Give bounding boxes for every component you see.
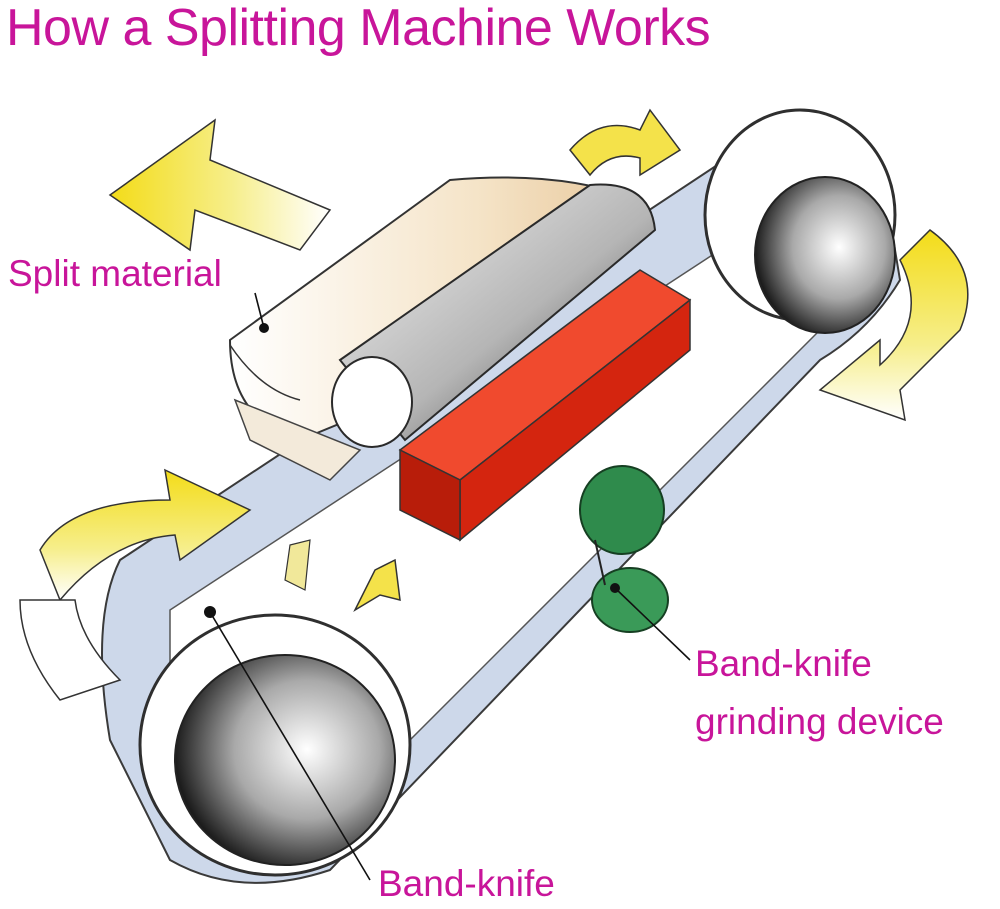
- motion-arrow-icon: [818, 229, 969, 422]
- leader-lines: [204, 292, 691, 881]
- rotation-arrow-icon: [284, 539, 401, 612]
- roller-cylinder: [331, 183, 657, 448]
- rotation-arrow-icon: [569, 108, 682, 177]
- motion-arrow-icon: [19, 468, 252, 701]
- knife-block: [398, 269, 692, 542]
- page-title: How a Splitting Machine Works: [6, 0, 711, 57]
- motion-arrow-icon: [108, 118, 332, 252]
- band-knife-grinding-label-line2: grinding device: [695, 701, 944, 742]
- bottom-pulley: [138, 613, 412, 877]
- split-material-label: Split material: [8, 253, 222, 294]
- grinding-wheels: [579, 465, 669, 633]
- band-knife-label: Band-knife: [378, 863, 555, 904]
- top-pulley: [703, 108, 897, 334]
- band-knife-grinding-label-line1: Band-knife: [695, 643, 872, 684]
